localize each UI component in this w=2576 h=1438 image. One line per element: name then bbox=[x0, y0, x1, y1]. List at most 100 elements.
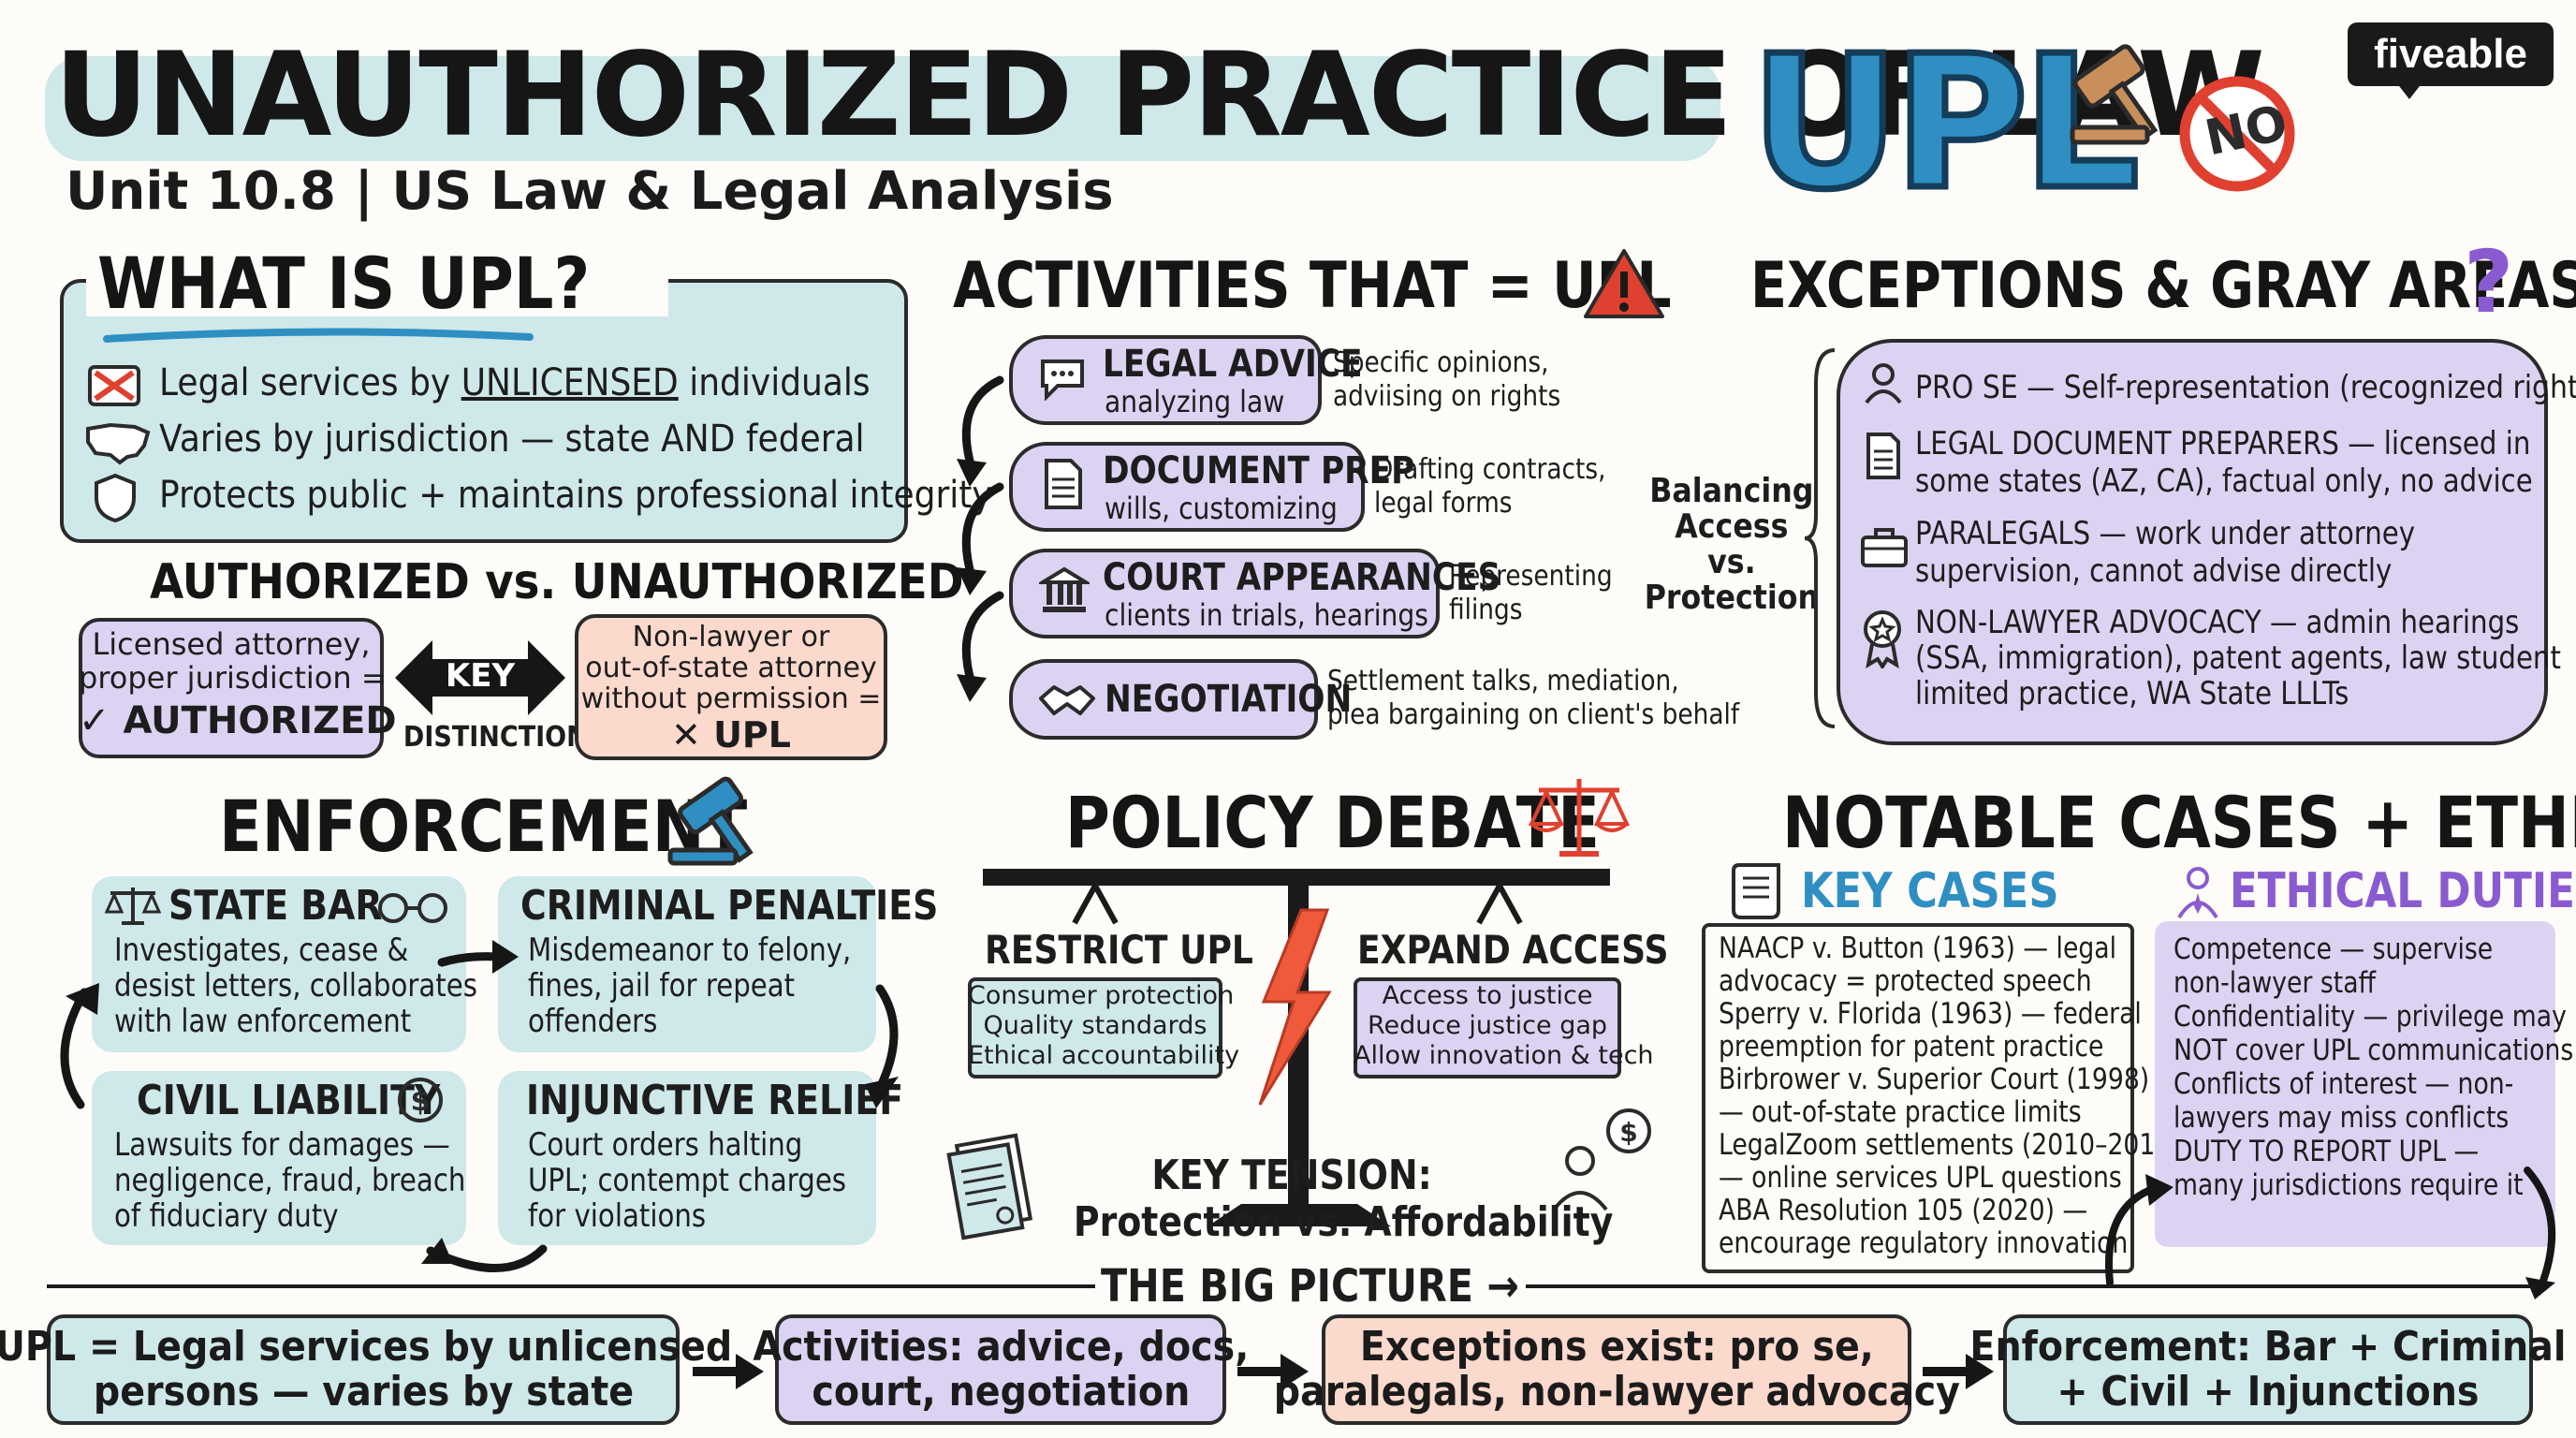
what-is-upl-heading: WHAT IS UPL? bbox=[97, 242, 591, 325]
big-picture-rule-left bbox=[47, 1284, 1095, 1288]
key-cases-title-text: KEY CASES bbox=[1801, 863, 2059, 919]
flow-step-2: Activities: advice, docs,court, negotiat… bbox=[753, 1314, 1249, 1425]
expand-line-1: Access to justice bbox=[1382, 981, 1593, 1010]
exception-pro-se-text: PRO SE — Self-representation (recognized… bbox=[1915, 369, 2576, 406]
person-icon bbox=[1865, 363, 1902, 404]
activity-negotiation-desc-1: Settlement talks, mediation, bbox=[1327, 665, 1679, 697]
activity-legal-advice-sub: analyzing law bbox=[1105, 384, 1309, 419]
activity-negotiation-title: NEGOTIATION bbox=[1105, 678, 1392, 721]
authorized-box bbox=[79, 618, 384, 758]
exception-advocacy-2: (SSA, immigration), patent agents, law s… bbox=[1915, 639, 2561, 677]
auth-heading: AUTHORIZED vs. UNAUTHORIZED bbox=[150, 554, 1054, 610]
cases-heading: NOTABLE CASES + ETHICS bbox=[1782, 781, 2576, 864]
state-bar-line-3: with law enforcement bbox=[114, 1003, 412, 1040]
tension-subtitle-text: Protection vs. Affordability bbox=[1073, 1198, 1614, 1246]
balance-line-1: Balancing bbox=[1649, 472, 1814, 510]
flow-arrow-icon bbox=[693, 1354, 764, 1389]
person-money-icon: $ bbox=[1552, 1108, 1651, 1211]
person-tie-icon bbox=[2177, 867, 2218, 919]
activity-court-desc-2: filings bbox=[1449, 594, 1523, 626]
activity-document-prep-desc-1: Drafting contracts, bbox=[1374, 453, 1606, 486]
what-is-item-1-emphasis: UNLICENSED bbox=[461, 361, 679, 404]
document-icon bbox=[1045, 459, 1082, 509]
scales-icon bbox=[105, 888, 161, 925]
flow-step-3: Exceptions exist: pro se,paralegals, non… bbox=[1273, 1314, 1960, 1425]
flow-step-4-line-1: Enforcement: Bar + Criminal bbox=[1969, 1323, 2567, 1371]
award-icon bbox=[1864, 610, 1901, 668]
authorized-line-1: Licensed attorney, bbox=[92, 626, 371, 662]
expand-title-text: EXPAND ACCESS bbox=[1357, 927, 1669, 973]
activity-legal-advice-desc-2: adviising on rights bbox=[1333, 380, 1561, 413]
ethics-line-2: non-lawyer staff bbox=[2174, 966, 2376, 1000]
heading-underline bbox=[103, 328, 534, 343]
criminal-desc: Misdemeanor to felony,fines, jail for re… bbox=[528, 932, 904, 1039]
civil-desc: Lawsuits for damages —negligence, fraud,… bbox=[114, 1127, 523, 1234]
upl-logo-text: UPL bbox=[1748, 14, 2144, 234]
expand-lines: Access to justice Reduce justice gap All… bbox=[1354, 981, 1654, 1071]
unauthorized-line-1: Non-lawyer or bbox=[632, 621, 830, 653]
activity-document-prep-title: DOCUMENT PREP bbox=[1103, 449, 1466, 492]
activity-document-prep-sub-text: wills, customizing bbox=[1105, 491, 1338, 526]
injunctive-title: INJUNCTIVE RELIEF bbox=[526, 1077, 965, 1124]
case-line-8: — online services UPL questions bbox=[1719, 1161, 2122, 1195]
exception-doc-preparers-2: some states (AZ, CA), factual only, no a… bbox=[1915, 462, 2533, 500]
exceptions-cloud bbox=[1837, 339, 2548, 745]
expand-box bbox=[1354, 977, 1621, 1078]
big-picture-rule-right bbox=[1526, 1284, 2537, 1288]
unauthorized-verdict: ✕ UPL bbox=[671, 714, 791, 756]
unauthorized-line-3: without permission = bbox=[580, 682, 882, 715]
flow-step-3-line-2: paralegals, non-lawyer advocacy bbox=[1273, 1368, 1960, 1416]
courthouse-icon bbox=[1039, 566, 1090, 612]
ethics-line-8: many jurisdictions require it bbox=[2174, 1168, 2524, 1202]
restrict-title-text: RESTRICT UPL bbox=[985, 927, 1253, 973]
dollar-coin-icon: $ bbox=[398, 1078, 443, 1123]
balance-scale-graphic bbox=[983, 869, 1610, 1226]
injunctive-line-3: for violations bbox=[528, 1197, 707, 1235]
flow-arrow-icon bbox=[1923, 1354, 1994, 1389]
flow-step-1-line-2: persons — varies by state bbox=[93, 1368, 634, 1416]
activity-court-title-text: COURT APPEARANCES bbox=[1103, 556, 1501, 599]
tension-title-text: KEY TENSION: bbox=[1151, 1152, 1432, 1199]
ethics-title: ETHICAL DUTIES bbox=[2230, 863, 2576, 919]
ethics-line-5: Conflicts of interest — non- bbox=[2174, 1067, 2514, 1101]
enforcement-civil-box bbox=[92, 1071, 466, 1245]
activity-negotiation-desc-2: plea bargaining on client's behalf bbox=[1327, 698, 1740, 731]
double-arrow-icon bbox=[395, 640, 565, 715]
ethics-line-3: Confidentiality — privilege may bbox=[2174, 1000, 2567, 1034]
activity-document-prep-desc-2: legal forms bbox=[1374, 487, 1513, 520]
case-line-5: Birbrower v. Superior Court (1998) bbox=[1719, 1063, 2150, 1096]
page-subtitle: Unit 10.8 | US Law & Legal Analysis bbox=[66, 161, 1114, 222]
speech-bubble-icon bbox=[1041, 360, 1084, 401]
policy-heading-text: POLICY DEBATE bbox=[1065, 781, 1600, 864]
ethics-line-4: NOT cover UPL communications bbox=[2174, 1034, 2574, 1067]
exception-nonlawyer-advocacy: NON-LAWYER ADVOCACY — admin hearings(SSA… bbox=[1915, 605, 2576, 712]
what-is-item-2-text: Varies by jurisdiction — state AND feder… bbox=[159, 418, 865, 461]
what-is-item-1-post: individuals bbox=[678, 361, 871, 404]
exception-paralegals-2: supervision, cannot advise directly bbox=[1915, 552, 2393, 590]
restrict-line-2: Quality standards bbox=[983, 1011, 1208, 1040]
flow-step-4-line-2: + Civil + Injunctions bbox=[2056, 1368, 2480, 1416]
expand-line-3: Allow innovation & tech bbox=[1354, 1041, 1654, 1070]
balance-line-4: Protection bbox=[1644, 579, 1820, 617]
handcuffs-icon bbox=[378, 893, 447, 923]
no-sign-icon bbox=[2179, 76, 2295, 192]
what-is-item-1-pre: Legal services by bbox=[159, 361, 461, 404]
restrict-box bbox=[968, 977, 1222, 1078]
state-bar-title: STATE BAR bbox=[168, 882, 417, 930]
state-bar-line-1: Investigates, cease & bbox=[114, 932, 409, 969]
flow-arrow-icon bbox=[1237, 1354, 1309, 1389]
ethics-box bbox=[2155, 921, 2555, 1247]
handshake-icon bbox=[1039, 685, 1095, 715]
svg-text:$: $ bbox=[1619, 1117, 1637, 1148]
enforcement-cycle-arrows bbox=[60, 940, 899, 1272]
unauthorized-box bbox=[575, 614, 887, 760]
curved-arrow-icon bbox=[2524, 1167, 2556, 1299]
ethics-line-6: lawyers may miss conflicts bbox=[2174, 1101, 2510, 1135]
activities-heading-text: ACTIVITIES THAT = UPL bbox=[953, 249, 1672, 323]
injunctive-title-text: INJUNCTIVE RELIEF bbox=[526, 1077, 904, 1124]
restrict-line-1: Consumer protection bbox=[968, 981, 1235, 1010]
exception-advocacy-3: limited practice, WA State LLLTs bbox=[1915, 675, 2349, 712]
